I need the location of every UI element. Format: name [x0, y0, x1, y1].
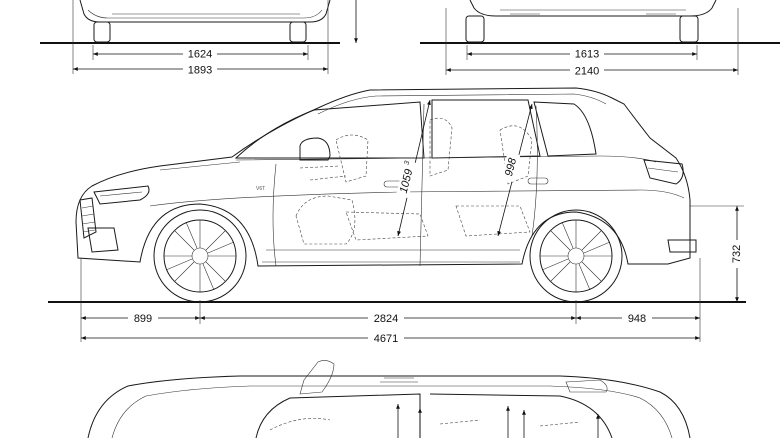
rear-door-handle	[527, 177, 549, 185]
front-headroom-sup: 3	[404, 160, 412, 166]
top-mirror	[299, 360, 335, 395]
rear-overhang-label: 948	[628, 313, 646, 325]
rear-height-label: 732	[731, 245, 743, 263]
taillight	[643, 159, 684, 185]
side-view: V6T 1059 3 998	[48, 87, 746, 345]
front-width-label: 1893	[188, 65, 212, 77]
front-wheel	[153, 209, 247, 303]
front-overhang-label: 899	[134, 313, 152, 325]
rear-body-outline	[469, 0, 717, 17]
front-right-tire	[289, 21, 307, 43]
fender-badge: V6T	[256, 186, 265, 192]
side-windows	[234, 101, 425, 159]
front-bumper-line	[87, 9, 323, 19]
front-intake	[87, 227, 119, 253]
top-view	[87, 360, 691, 438]
overall-length-label: 4671	[374, 333, 398, 345]
front-track-label: 1624	[188, 49, 212, 61]
front-body-outline	[79, 0, 331, 23]
rear-door-window	[431, 99, 541, 159]
interior-seats	[295, 117, 533, 245]
rear-door-seam	[531, 105, 538, 237]
rear-track-label: 1613	[575, 49, 599, 61]
quarter-window	[533, 101, 597, 157]
front-headroom-label: 1059	[398, 168, 416, 195]
exhaust-tip	[667, 239, 697, 253]
rear-wheel	[529, 209, 623, 303]
rear-view: 1613 2140	[420, 0, 780, 78]
front-view: 1624 1893	[40, 0, 358, 77]
front-grille	[79, 197, 97, 239]
front-door-seam	[272, 163, 277, 267]
front-left-tire	[93, 21, 111, 43]
wheelbase-label: 2824	[374, 313, 398, 325]
headlight	[93, 185, 150, 205]
roof-outline	[429, 393, 613, 438]
rear-headroom-label: 998	[503, 156, 519, 178]
side-body-outline	[75, 87, 691, 267]
side-mirror	[299, 137, 331, 161]
windshield-outline	[255, 393, 421, 438]
rear-width-label: 2140	[575, 66, 599, 78]
rear-left-tire	[465, 15, 485, 43]
rear-right-tire	[679, 15, 699, 43]
top-body-outline	[87, 375, 691, 438]
